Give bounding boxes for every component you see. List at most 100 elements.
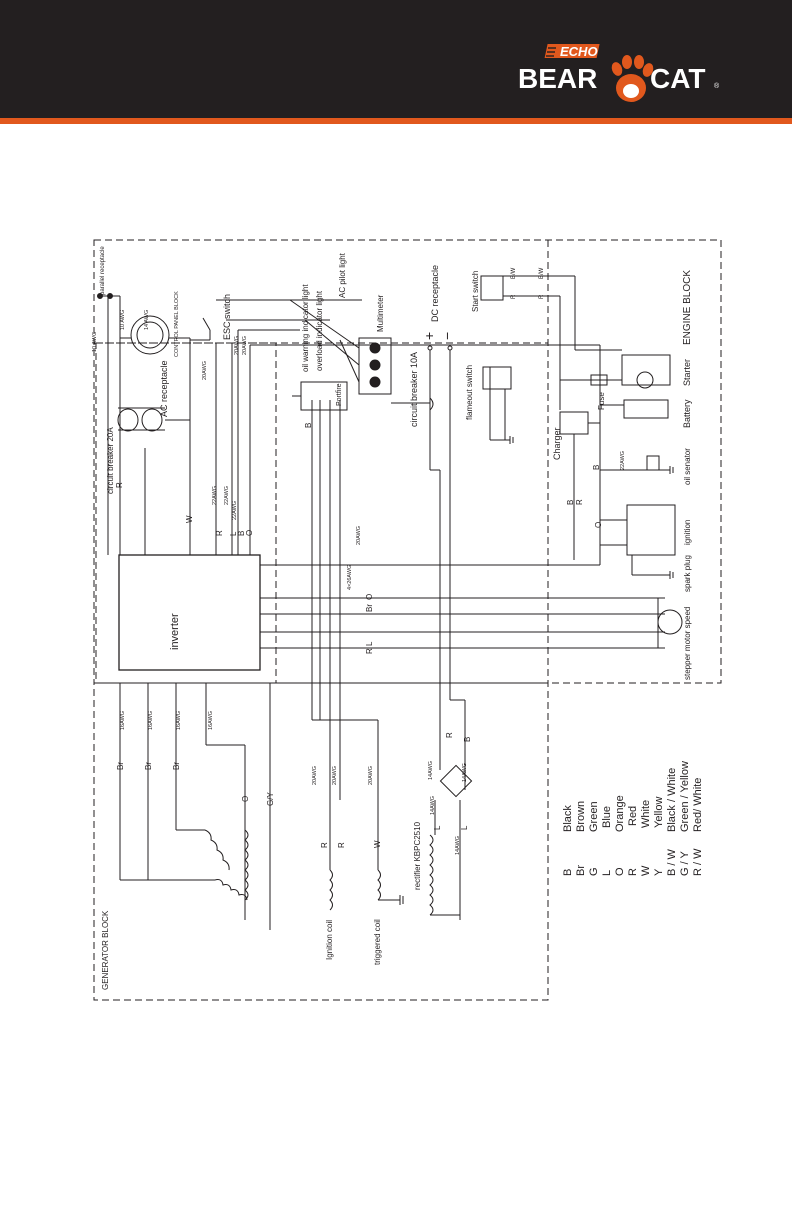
wire-16awg-c: 16AWG bbox=[176, 711, 182, 730]
code-l-3: L bbox=[433, 825, 442, 830]
code-o-2: O bbox=[594, 522, 603, 528]
legend-color-10: Green / Yellow bbox=[679, 761, 691, 832]
code-b-5: B bbox=[463, 737, 472, 742]
legend-color-9: Black / White bbox=[666, 768, 678, 832]
code-r-5: R bbox=[320, 842, 329, 848]
dc-plus-label: + bbox=[421, 332, 437, 340]
cat-wordmark: CAT bbox=[650, 63, 705, 94]
wire-16awg-d: 16AWG bbox=[208, 711, 214, 730]
wire-14awg-e: 14AWG bbox=[455, 836, 461, 855]
oil-warning-light-label: oil warning indicator light bbox=[301, 284, 310, 372]
code-br-4: Br bbox=[172, 762, 181, 770]
legend-code-7: W bbox=[640, 865, 652, 876]
starter-label: Starter bbox=[682, 359, 692, 386]
fuse-label: Fuse bbox=[597, 392, 606, 410]
code-r-2: R bbox=[215, 530, 224, 536]
wire-22awg-c: 22AWG bbox=[620, 451, 626, 470]
wire-14awg-d: 14AWG bbox=[430, 796, 436, 815]
wire-20awg-f: 20AWG bbox=[332, 766, 338, 785]
paw-print-icon bbox=[611, 55, 654, 102]
dc-minus-label: − bbox=[439, 332, 455, 340]
esc-switch-label: ESC switch bbox=[222, 294, 232, 340]
multimeter-label: Multimeter bbox=[376, 294, 385, 332]
code-l-4: L bbox=[460, 825, 469, 830]
wire-14awg: 14 AWG bbox=[144, 310, 150, 330]
diagram-labels: parallel receptacle CONTROL PANEL BLOCK … bbox=[100, 246, 693, 990]
code-b-1: B bbox=[237, 531, 246, 536]
code-o-1: O bbox=[245, 530, 254, 536]
code-r-4: R bbox=[365, 648, 374, 654]
oil-sensor-label: oil senator bbox=[683, 448, 692, 485]
wire-22awg-a: 22AWG bbox=[212, 486, 218, 505]
rectifier-label: rectifier KBPC2510 bbox=[413, 821, 422, 890]
echo-wordmark: ECHO bbox=[560, 44, 598, 59]
ac-receptacle-label: AC receptacle bbox=[159, 360, 169, 417]
code-b-4: B bbox=[592, 465, 601, 470]
overload-light-label: overload indicator light bbox=[315, 290, 324, 371]
inverter-label: inverter bbox=[169, 613, 181, 650]
code-l-1: L bbox=[229, 531, 238, 536]
registered-mark: ® bbox=[714, 82, 720, 90]
code-o-4: O bbox=[241, 796, 250, 802]
triggered-coil-label: triggered coil bbox=[373, 919, 382, 965]
code-w-2: W bbox=[373, 840, 382, 848]
legend-code-11: R / W bbox=[692, 848, 704, 876]
echo-bearcat-logo: ECHO BEAR CAT ® bbox=[518, 44, 720, 102]
echo-badge bbox=[544, 44, 600, 58]
wire-10awg-b: 10 AWG bbox=[120, 310, 126, 330]
code-br-3: Br bbox=[144, 762, 153, 770]
code-r-6: R bbox=[337, 842, 346, 848]
legend-code-5: O bbox=[614, 867, 626, 876]
charger-label: Charger bbox=[552, 427, 562, 460]
echo-speed-lines bbox=[546, 47, 556, 57]
code-r-1: R bbox=[115, 482, 124, 488]
start-switch-label: Start switch bbox=[471, 271, 480, 312]
wire-16awg-a: 16AWG bbox=[120, 711, 126, 730]
page-header bbox=[0, 0, 792, 118]
portfire-label: Portfire bbox=[336, 383, 343, 406]
wire-20awg-a: 20AWG bbox=[202, 361, 208, 380]
code-bw-1: B/W bbox=[511, 267, 517, 279]
legend-code-9: B / W bbox=[666, 848, 678, 876]
code-r-8: R bbox=[511, 294, 517, 299]
legend-color-11: Red/ White bbox=[692, 778, 704, 832]
legend-color-1: Black bbox=[562, 805, 574, 832]
wire-20awg-e: 20AWG bbox=[312, 766, 318, 785]
wire-22awg-b: 22AWG bbox=[224, 486, 230, 505]
bear-wordmark: BEAR bbox=[518, 63, 597, 94]
code-w-1: W bbox=[185, 515, 194, 523]
wire-20awg-c: 20AWG bbox=[242, 336, 248, 355]
engine-block-label: ENGINE BLOCK bbox=[682, 270, 693, 345]
spark-plug-label: spark plug bbox=[683, 555, 692, 592]
code-br-2: Br bbox=[116, 762, 125, 770]
dc-receptacle-label: DC receptacle bbox=[430, 265, 440, 322]
wire-color-legend: B Black Br Brown G Green L Blue O Orange… bbox=[562, 761, 704, 876]
inverter-box bbox=[118, 554, 261, 671]
wire-20awg-b: 20AWG bbox=[234, 336, 240, 355]
code-b-2: B bbox=[304, 423, 313, 428]
legend-color-5: Orange bbox=[614, 795, 626, 832]
legend-color-7: White bbox=[640, 800, 652, 828]
code-r-7: R bbox=[445, 732, 454, 738]
wire-20awg-d: 20AWG bbox=[356, 526, 362, 545]
legend-code-6: R bbox=[627, 868, 639, 876]
ground-symbols bbox=[402, 436, 674, 904]
legend-color-8: Yellow bbox=[653, 797, 665, 828]
flameout-switch-label: flameout switch bbox=[465, 365, 474, 420]
wire-gauge-labels: 10 AWG 10 AWG 14 AWG 20AWG 22AWG 22AWG 2… bbox=[92, 310, 626, 855]
legend-code-4: L bbox=[601, 870, 613, 876]
circuit-breaker-10a-label: circuit breaker 10A bbox=[409, 352, 419, 427]
legend-color-3: Green bbox=[588, 801, 600, 832]
wire-14awg-c: 14AWG bbox=[462, 763, 468, 782]
generator-block-label: GENERATOR BLOCK bbox=[101, 910, 110, 990]
code-l-2: L bbox=[365, 641, 374, 646]
code-gy-1: G/Y bbox=[266, 792, 275, 806]
code-b-3: B bbox=[566, 500, 575, 505]
wire-color-codes: R W R L B O B B R B O O Br L R Br Br Br … bbox=[115, 267, 603, 848]
legend-code-2: Br bbox=[575, 865, 587, 876]
wire-4x26awg: 4×26AWG bbox=[347, 565, 353, 590]
legend-code-3: G bbox=[588, 867, 600, 876]
code-bw-2: B/W bbox=[539, 267, 545, 279]
wires bbox=[97, 275, 683, 930]
